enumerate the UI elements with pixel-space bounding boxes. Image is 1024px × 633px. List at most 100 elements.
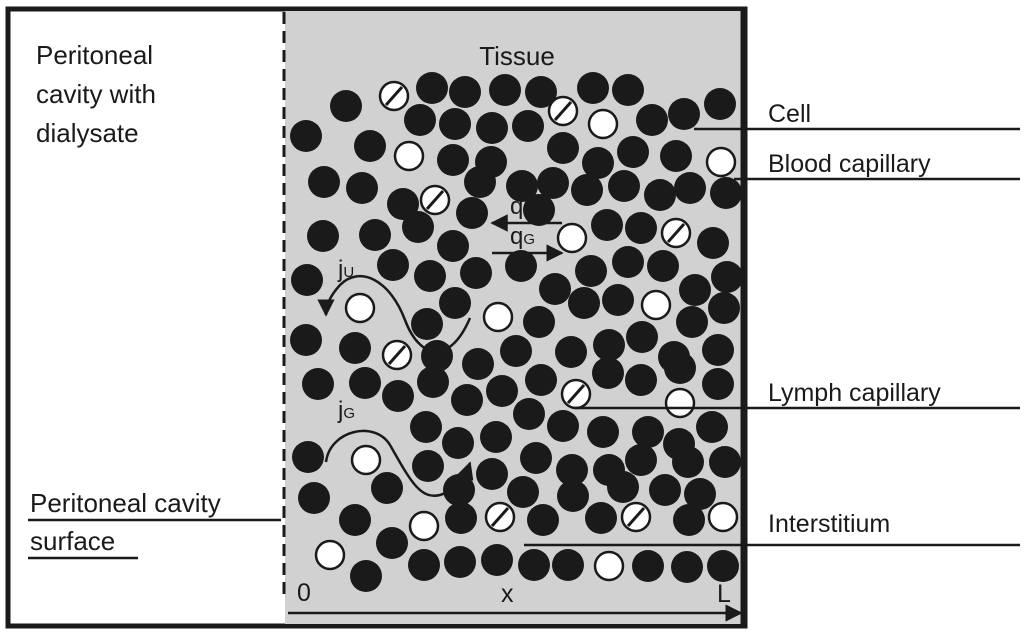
cell: [476, 458, 508, 490]
cell: [518, 549, 550, 581]
cell: [339, 332, 371, 364]
cell: [512, 110, 544, 142]
lymph-capillary-slash: [666, 223, 686, 243]
axis-variable-label: x: [501, 580, 514, 608]
tissue-label: Tissue: [479, 41, 555, 71]
cell: [552, 549, 584, 581]
cell: [571, 174, 603, 206]
blood-capillary: [556, 222, 588, 254]
blood-capillary: [707, 501, 739, 533]
cell: [671, 551, 703, 583]
surface-label-line2: surface: [30, 526, 115, 556]
cell: [649, 474, 681, 506]
cell: [480, 421, 512, 453]
cell: [668, 98, 700, 130]
lymph-capillary-slash: [566, 384, 586, 404]
cell: [414, 260, 446, 292]
cell: [626, 321, 658, 353]
lymph-capillary-slash: [553, 101, 573, 121]
cell: [445, 502, 477, 534]
cell: [377, 249, 409, 281]
cell: [702, 368, 734, 400]
cell: [672, 446, 704, 478]
cell: [607, 471, 639, 503]
cell: [439, 287, 471, 319]
cell: [505, 250, 537, 282]
ju-sub: U: [343, 264, 354, 281]
cell: [527, 504, 559, 536]
cell: [632, 550, 664, 582]
lymph-capillary-slash: [425, 190, 445, 210]
blood-capillary: [393, 140, 425, 172]
cell: [451, 384, 483, 416]
interstitium-label: Interstitium: [768, 510, 890, 538]
cell: [702, 334, 734, 366]
cell: [644, 179, 676, 211]
cell: [417, 366, 449, 398]
cell: [339, 504, 371, 536]
blood-capillary: [314, 539, 346, 571]
cell: [442, 427, 474, 459]
blood-capillary: [705, 146, 737, 178]
cell: [500, 335, 532, 367]
jg-curve-arrow: [324, 429, 474, 497]
cell: [696, 411, 728, 443]
cell: [350, 560, 382, 592]
cell: [437, 144, 469, 176]
qu-main: q: [510, 193, 523, 220]
cell-label: Cell: [768, 100, 811, 128]
cell: [411, 308, 443, 340]
cell: [359, 219, 391, 251]
cell: [612, 246, 644, 278]
cell: [710, 177, 742, 209]
cell: [346, 172, 378, 204]
qu-label: qU: [510, 193, 534, 220]
ju-main: j: [337, 256, 343, 283]
blood-capillary: [408, 510, 440, 542]
cell: [489, 74, 521, 106]
cell: [408, 549, 440, 581]
cell: [582, 147, 614, 179]
blood-capillary: [664, 387, 696, 419]
cell: [290, 324, 322, 356]
cell: [376, 527, 408, 559]
cell: [647, 250, 679, 282]
cell: [547, 132, 579, 164]
cell: [673, 504, 705, 536]
cell: [449, 76, 481, 108]
cell: [437, 230, 469, 262]
cell: [412, 450, 444, 482]
cell: [632, 416, 664, 448]
cell: [602, 284, 634, 316]
cell: [506, 170, 538, 202]
qg-label: qG: [510, 223, 535, 250]
surface-label-line1: Peritoneal cavity: [30, 488, 221, 518]
cell: [462, 348, 494, 380]
cell: [354, 130, 386, 162]
lymph-capillary-slash: [384, 86, 404, 106]
jg-main: j: [337, 397, 343, 424]
jg-sub: G: [343, 405, 355, 422]
cell: [416, 72, 448, 104]
ju-label: jU: [337, 256, 354, 283]
cell: [704, 88, 736, 120]
cell: [587, 416, 619, 448]
peritoneal-cavity-label-line1: Peritoneal: [36, 40, 153, 70]
cell: [617, 136, 649, 168]
qg-main: q: [510, 223, 523, 250]
axis-end-label: L: [717, 580, 731, 608]
cell: [371, 472, 403, 504]
cell: [555, 336, 587, 368]
cell: [464, 166, 496, 198]
cell: [556, 454, 588, 486]
cell: [456, 197, 488, 229]
blood-capillary: [350, 444, 382, 476]
cell: [697, 227, 729, 259]
cell: [525, 76, 557, 108]
cell: [308, 166, 340, 198]
blood-capillary: [593, 550, 625, 582]
cell: [636, 104, 668, 136]
peritoneal-cavity-label-line2: cavity with: [36, 79, 156, 109]
lymph-capillary-slash: [387, 345, 407, 365]
particle-layer: [290, 72, 743, 592]
